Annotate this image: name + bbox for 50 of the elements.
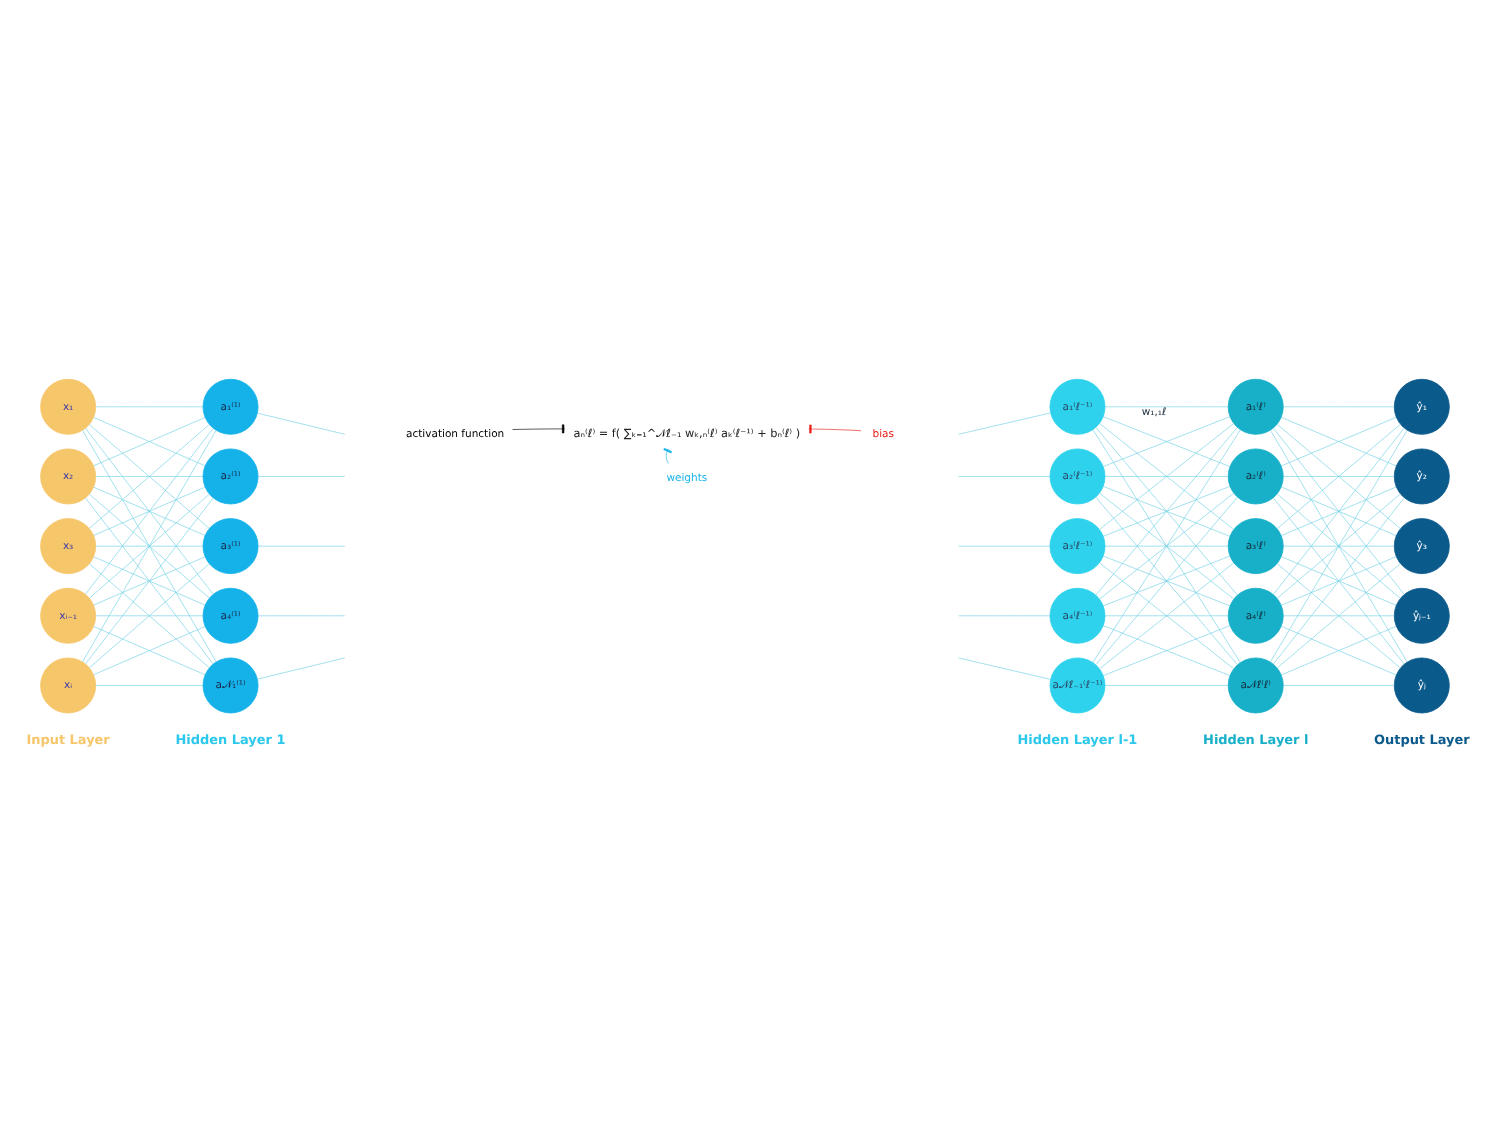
connector — [1095, 426, 1238, 595]
connector — [1283, 405, 1395, 407]
connector — [1283, 684, 1395, 685]
connector — [1104, 475, 1229, 476]
connector — [1099, 422, 1234, 529]
connector — [257, 411, 346, 434]
connector — [93, 555, 206, 605]
connector — [85, 496, 214, 664]
connector — [1099, 561, 1234, 668]
connector — [257, 614, 346, 616]
connector — [1104, 614, 1229, 616]
connector — [958, 411, 1051, 434]
connector — [257, 544, 346, 546]
connector — [1281, 625, 1397, 675]
connector — [1104, 544, 1229, 546]
connector — [1277, 562, 1401, 668]
connector — [95, 544, 204, 546]
connector — [93, 416, 206, 466]
connector — [958, 475, 1051, 476]
connector — [95, 405, 204, 407]
connector — [1277, 492, 1401, 598]
connector — [958, 656, 1051, 679]
connector — [1104, 405, 1229, 407]
connector — [663, 446, 673, 463]
connector — [1102, 554, 1231, 606]
connector — [93, 625, 206, 675]
connector — [958, 614, 1051, 616]
connector — [1281, 485, 1397, 535]
connector — [512, 423, 566, 433]
connector — [1283, 614, 1395, 616]
connector — [95, 684, 204, 685]
connector — [95, 475, 204, 476]
connector — [1092, 428, 1241, 662]
connector — [1281, 416, 1397, 466]
connector — [88, 492, 210, 598]
connector — [93, 485, 206, 535]
connector — [95, 614, 204, 616]
connector — [958, 544, 1051, 546]
connector — [1102, 624, 1231, 675]
connector — [808, 423, 862, 433]
connector — [257, 475, 346, 476]
connector — [88, 423, 210, 528]
connector — [1104, 684, 1229, 685]
connector — [1273, 496, 1405, 664]
connector — [1281, 555, 1397, 605]
connector — [88, 562, 210, 668]
connector — [1283, 475, 1395, 476]
connector — [257, 656, 346, 679]
connector — [1102, 415, 1231, 466]
connector — [1283, 544, 1395, 546]
